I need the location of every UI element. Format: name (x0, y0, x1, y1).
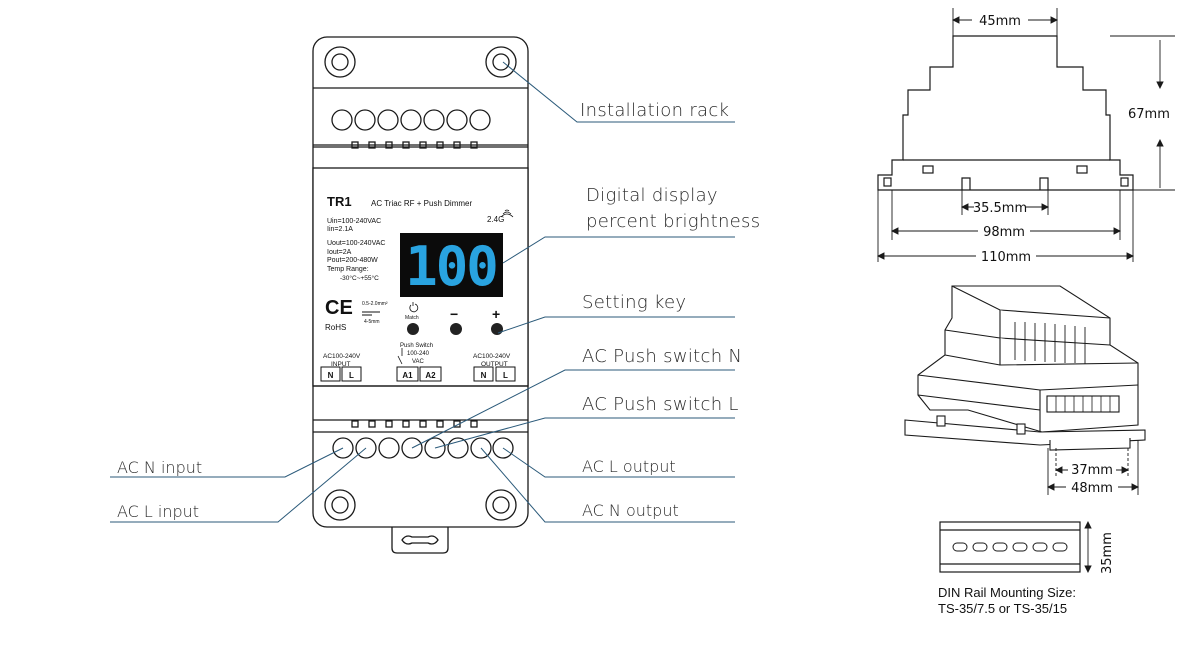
leader-ac-n-output (480, 447, 735, 523)
top-terminal-screws (331, 109, 491, 131)
spec-pout: Pout=200-480W (327, 257, 378, 264)
wire-spec-top: 0.5-2.0mm² (362, 301, 388, 307)
top-slot-row (351, 141, 478, 149)
push-label-line2: 100-240 (407, 351, 430, 357)
wire-spec-bottom: 4-5mm (364, 319, 380, 325)
spec-uin: Uin=100-240VAC (327, 218, 381, 225)
callout-ac-n-input: AC N input (117, 458, 202, 477)
push-switch-symbol (397, 348, 403, 365)
terminal-input-l (341, 366, 362, 382)
din-rail-slots (952, 542, 1068, 552)
terminal-input-l-label: L (349, 371, 354, 380)
din-clip (391, 527, 449, 554)
iso-fins (1014, 322, 1086, 364)
minus-label: − (450, 306, 458, 322)
leader-ac-l-output (502, 447, 735, 478)
rohs-mark: RoHS (325, 323, 346, 332)
dim-mid-width: 98mm (983, 225, 1025, 240)
dim-inner-width: 35.5mm (973, 201, 1027, 216)
terminal-output-n (473, 366, 494, 382)
terminal-push-a1 (396, 366, 419, 382)
wire-icon (362, 311, 380, 316)
input-label-line1: AC100-240V (323, 353, 361, 360)
dim-full-width: 110mm (981, 250, 1031, 265)
dim-rail-35: 35mm (1100, 532, 1115, 574)
leader-push-l (434, 417, 735, 449)
din-rail-caption-2: TS-35/7.5 or TS-35/15 (938, 601, 1067, 616)
spec-temp-range: -30°C~+55°C (340, 274, 379, 282)
minus-button[interactable] (450, 323, 462, 335)
bottom-slot-row (351, 420, 478, 428)
dim-rail-48: 48mm (1071, 481, 1113, 496)
dim-top-width: 45mm (979, 14, 1021, 29)
output-label-line2: OUTPUT (481, 361, 508, 368)
model-subtitle: AC Triac RF + Push Dimmer (371, 199, 472, 208)
output-label-line1: AC100-240V (473, 353, 511, 360)
dim-height: 67mm (1128, 107, 1170, 122)
plus-label: + (492, 306, 500, 322)
terminal-push-a1-label: A1 (402, 371, 413, 380)
terminal-input-n-label: N (328, 371, 334, 380)
model-label: TR1 (327, 194, 352, 209)
spec-uout: Uout=100-240VAC (327, 240, 385, 247)
callout-leaders (110, 61, 735, 523)
callout-setting-key: Setting key (582, 292, 686, 313)
match-label: Match (405, 315, 419, 321)
callout-digital-display-1: Digital display (586, 185, 718, 206)
callout-ac-l-input: AC L input (117, 502, 199, 521)
din-rail (939, 520, 1092, 574)
leader-digital-display (502, 236, 735, 264)
input-label-line2: INPUT (331, 361, 351, 368)
rf-badge: 2.4G (487, 215, 504, 224)
callout-push-n: AC Push switch N (582, 346, 742, 367)
leader-setting-key (497, 316, 735, 334)
callout-ac-n-output: AC N output (582, 501, 679, 520)
side-view (877, 35, 1134, 191)
match-button[interactable] (407, 323, 419, 335)
leader-installation-rack (502, 61, 735, 123)
push-label-line1: Push Switch (400, 343, 433, 349)
spec-iout: Iout=2A (327, 249, 352, 256)
terminal-push-a2-label: A2 (425, 371, 436, 380)
digital-display (400, 233, 503, 297)
terminal-output-l-label: L (503, 371, 508, 380)
spec-iin: Iin=2.1A (327, 226, 353, 233)
callout-labels: Installation rack Digital display percen… (117, 100, 760, 521)
power-icon (409, 302, 419, 313)
callout-digital-display-2: percent brightness (586, 211, 760, 232)
leader-ac-n-input (110, 447, 344, 478)
callout-installation-rack: Installation rack (580, 100, 729, 121)
wifi-icon (500, 209, 514, 218)
display-value: 100 (405, 235, 497, 298)
iso-dimension-labels: 37mm 48mm (1066, 462, 1118, 496)
panel-content: TR1 AC Triac RF + Push Dimmer 2.4G Uin=1… (320, 194, 516, 382)
din-rail-caption-1: DIN Rail Mounting Size: (938, 585, 1076, 600)
spec-temp: Temp Range: (327, 266, 369, 273)
plus-button[interactable] (491, 323, 503, 335)
push-label-line3: VAC (412, 359, 425, 365)
terminal-output-l (495, 366, 516, 382)
dim-rail-37: 37mm (1071, 463, 1113, 478)
terminal-push-a2 (419, 366, 442, 382)
bottom-terminal-screws (332, 437, 514, 459)
leader-push-n (411, 369, 735, 449)
leader-ac-l-input (110, 447, 367, 523)
ce-mark: CE (325, 297, 353, 319)
isometric-view (904, 285, 1146, 451)
side-view-dimension-labels: 45mm 67mm 35.5mm 98mm 110mm (972, 12, 1170, 265)
terminal-output-n-label: N (481, 371, 487, 380)
callout-ac-l-output: AC L output (582, 457, 676, 476)
callout-push-l: AC Push switch L (582, 394, 739, 415)
terminal-input-n (320, 366, 341, 382)
